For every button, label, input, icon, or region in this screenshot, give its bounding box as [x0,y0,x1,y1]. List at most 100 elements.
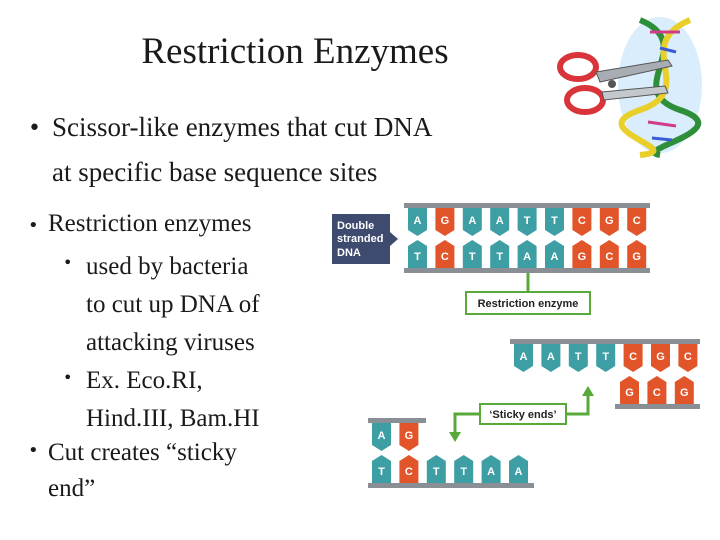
base-letter: C [405,466,413,478]
double-stranded-label: Double stranded DNA [332,214,398,264]
base-letter: T [602,351,609,363]
base-C: C [399,455,419,483]
base-G: G [599,208,619,236]
bullet-1-line-1: Scissor-like enzymes that cut DNA [52,112,433,142]
base-letter: A [520,351,528,363]
base-G: G [572,240,592,268]
base-letter: C [633,215,641,227]
backbone-right-bottom [615,404,700,409]
left-fragment: A G T C T T A A [368,418,534,488]
bullet-3: Cut creates “sticky end” [48,435,237,507]
base-letter: T [524,215,531,227]
sub-bullet-1-line-2: to cut up DNA of [86,291,260,318]
base-A: A [545,240,564,268]
base-letter: T [414,251,421,263]
base-G: G [620,376,639,404]
base-T: T [517,208,537,236]
bullet-1-line-2: at specific base sequence sites [52,157,378,187]
base-letter: A [496,215,504,227]
base-letter: T [378,466,385,478]
base-A: A [514,344,533,372]
base-letter: G [625,387,634,399]
backbone-left-top [368,418,426,423]
sub-bullet-2-line-1: Ex. Eco.RI, [86,367,203,394]
base-letter: A [515,466,523,478]
base-letter: G [632,251,641,263]
base-letter: T [496,251,503,263]
bullet-1: Scissor-like enzymes that cut DNA at spe… [52,110,572,189]
base-G: G [674,376,694,404]
base-A: A [372,423,391,451]
sub-bullet-1: used by bacteria to cut up DNA of attack… [86,248,260,362]
sub-bullet-dot: • [63,253,73,272]
base-letter: A [551,251,559,263]
restriction-enzyme-box: Restriction enzyme [465,273,591,315]
base-T: T [545,208,564,236]
base-letter: G [405,430,414,442]
sticky-ends-label: ‘Sticky ends’ [489,409,556,421]
arrow-right-up [566,394,590,416]
bullet-3-line-2: end” [48,475,96,502]
backbone-top [404,203,650,208]
slide-title: Restriction Enzymes [141,31,449,72]
bullet-3-line-1: Cut creates “sticky [48,439,237,466]
bullet-dot: • [28,215,39,236]
base-T: T [372,455,391,483]
sub-bullet-dot: • [63,368,73,387]
base-A: A [462,208,482,236]
backbone-bottom [404,268,650,273]
base-C: C [599,240,619,268]
base-letter: G [656,351,665,363]
sticky-ends-callout: ‘Sticky ends’ [449,386,594,442]
base-letter: T [551,215,558,227]
backbone-right-top [510,339,700,344]
base-letter: G [578,251,587,263]
sub-bullet-2-line-2: Hind.III, Bam.HI [86,405,260,432]
ds-label-line-1: Double [337,220,374,232]
base-letter: T [460,466,467,478]
base-G: G [435,208,455,236]
base-C: C [678,344,698,372]
base-A: A [490,208,510,236]
sub-bullet-1-line-1: used by bacteria [86,253,249,280]
base-letter: C [653,387,661,399]
bullet-2: Restriction enzymes [48,210,252,237]
sub-bullet-2: Ex. Eco.RI, Hind.III, Bam.HI [86,362,260,438]
base-T: T [426,455,446,483]
base-letter: T [433,466,440,478]
base-letter: A [378,430,386,442]
base-letter: A [523,251,531,263]
ds-label-line-3: DNA [337,247,361,259]
bullet-dot: • [28,440,39,461]
base-letter: A [414,215,422,227]
base-T: T [490,240,510,268]
arrow-left-down [453,412,480,434]
backbone-left-bottom [368,483,534,488]
base-A: A [517,240,537,268]
base-C: C [627,208,647,236]
sub-bullet-1-line-3: attacking viruses [86,329,255,356]
base-letter: C [684,351,692,363]
base-letter: C [605,251,613,263]
base-T: T [568,344,588,372]
base-A: A [408,208,427,236]
base-letter: G [605,215,614,227]
base-A: A [481,455,501,483]
base-C: C [435,240,455,268]
base-T: T [462,240,482,268]
base-letter: A [468,215,476,227]
base-C: C [647,376,667,404]
restriction-enzyme-label: Restriction enzyme [478,298,579,310]
ds-label-line-2: stranded [337,233,383,245]
bullet-dot: • [28,116,41,141]
base-letter: C [441,251,449,263]
base-G: G [651,344,670,372]
base-T: T [596,344,616,372]
base-letter: T [575,351,582,363]
base-A: A [541,344,561,372]
base-T: T [454,455,474,483]
base-letter: G [680,387,689,399]
